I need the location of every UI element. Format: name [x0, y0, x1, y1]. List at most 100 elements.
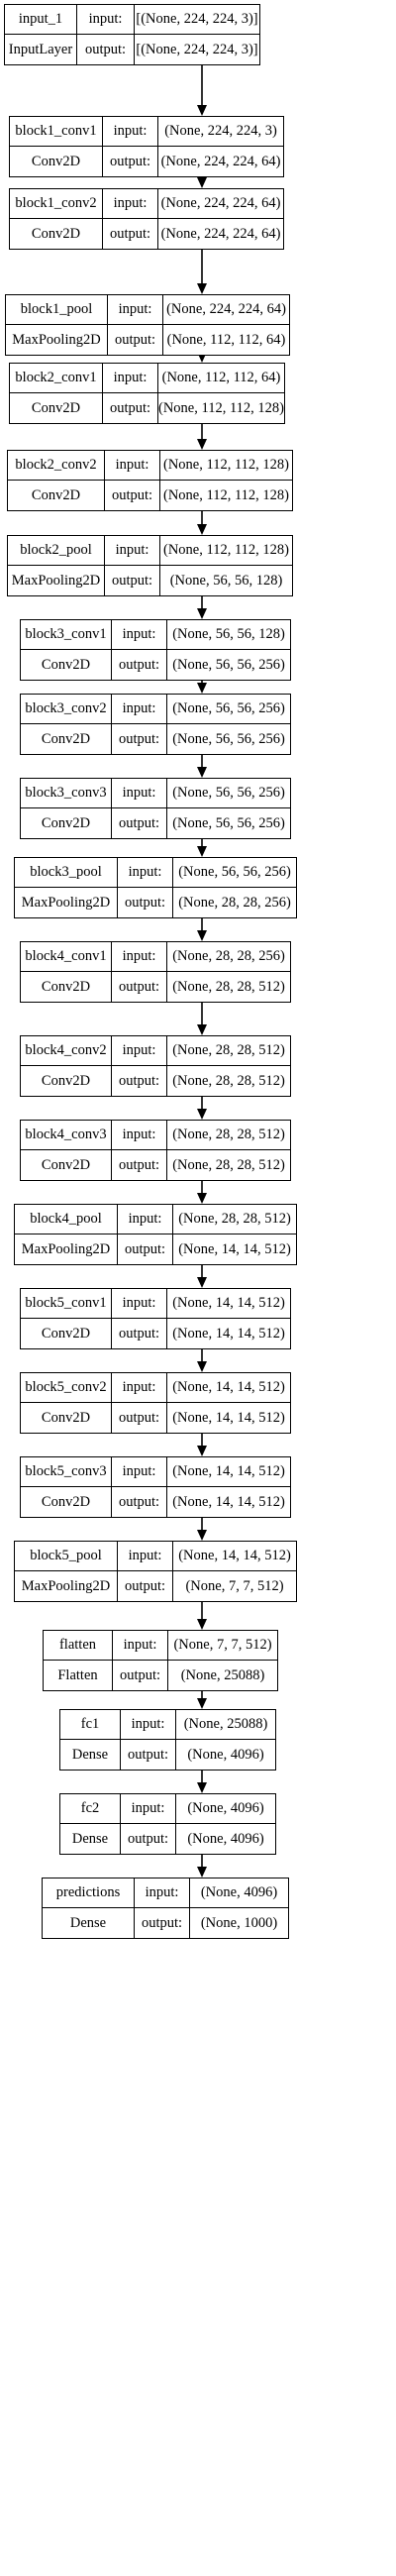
output-shape: (None, 14, 14, 512): [172, 1409, 285, 1426]
input-shape: (None, 28, 28, 512): [173, 1205, 296, 1234]
output-shape: (None, 56, 56, 128): [169, 572, 283, 589]
input-label: input:: [112, 1036, 167, 1066]
output-label: output:: [113, 1661, 168, 1690]
layer-type: Conv2D: [10, 147, 103, 176]
layer-name: block5_conv1: [21, 1289, 112, 1319]
layer-type: Dense: [43, 1908, 135, 1938]
input-shape: (None, 224, 224, 3): [158, 117, 283, 147]
input-label: input:: [135, 1878, 190, 1908]
input-shape: (None, 224, 224, 64): [163, 295, 289, 325]
input-shape: (None, 56, 56, 256): [173, 858, 296, 888]
input-shape: (None, 14, 14, 512): [167, 1289, 290, 1319]
arrowhead-icon: [197, 177, 207, 188]
arrowhead-icon: [197, 1619, 207, 1630]
input-label: input:: [112, 1121, 167, 1150]
arrowhead-icon: [197, 767, 207, 778]
output-label: output:: [118, 888, 173, 917]
layer-type: Conv2D: [21, 1150, 112, 1180]
input-shape: (None, 224, 224, 64): [158, 189, 283, 219]
output-shape: (None, 14, 14, 512): [178, 1240, 291, 1257]
arrowhead-icon: [197, 439, 207, 450]
input-label: input:: [118, 1542, 173, 1571]
output-shape: (None, 28, 28, 512): [172, 1072, 285, 1089]
output-shape: (None, 28, 28, 512): [172, 1156, 285, 1173]
layer-name: fc2: [60, 1794, 121, 1824]
arrowhead-icon: [197, 608, 207, 619]
input-label: input:: [121, 1710, 176, 1740]
input-shape: (None, 112, 112, 128): [160, 536, 292, 566]
layer-type: Conv2D: [21, 972, 112, 1002]
arrowhead-icon: [197, 283, 207, 294]
input-shape: (None, 14, 14, 512): [167, 1457, 290, 1487]
input-shape: [(None, 224, 224, 3)]: [135, 5, 259, 35]
output-label: output:: [112, 1403, 167, 1433]
output-shape: (None, 56, 56, 256): [172, 814, 285, 831]
input-shape: (None, 7, 7, 512): [168, 1631, 277, 1661]
output-shape: (None, 112, 112, 128): [158, 399, 284, 416]
output-label: output:: [112, 808, 167, 838]
layer-name: block3_conv3: [21, 779, 112, 808]
layer-type: MaxPooling2D: [15, 1234, 118, 1264]
layer-name: block4_conv2: [21, 1036, 112, 1066]
arrowhead-icon: [197, 683, 207, 694]
layer-type: MaxPooling2D: [15, 1571, 118, 1601]
output-label: output:: [118, 1234, 173, 1264]
arrowhead-icon: [197, 1867, 207, 1878]
layer-type: Dense: [60, 1824, 121, 1854]
layer-type: Dense: [60, 1740, 121, 1770]
input-label: input:: [112, 942, 167, 972]
output-shape: (None, 25088): [180, 1666, 265, 1683]
output-label: output:: [135, 1908, 190, 1938]
output-label: output:: [112, 1319, 167, 1348]
input-shape: (None, 56, 56, 256): [167, 695, 290, 724]
layer-name: block1_pool: [6, 295, 108, 325]
arrowhead-icon: [197, 1446, 207, 1456]
layer-type: Conv2D: [21, 724, 112, 754]
output-shape: (None, 14, 14, 512): [172, 1325, 285, 1342]
layer-name: block4_pool: [15, 1205, 118, 1234]
output-shape: (None, 56, 56, 256): [172, 656, 285, 673]
layer-type: MaxPooling2D: [8, 566, 105, 595]
input-shape: (None, 28, 28, 256): [167, 942, 290, 972]
input-label: input:: [112, 1373, 167, 1403]
layer-name: block4_conv1: [21, 942, 112, 972]
layer-type: MaxPooling2D: [15, 888, 118, 917]
layer-type: Conv2D: [21, 1403, 112, 1433]
layer-name: block1_conv1: [10, 117, 103, 147]
output-label: output:: [121, 1824, 176, 1854]
input-label: input:: [103, 189, 158, 219]
layer-name: block5_conv2: [21, 1373, 112, 1403]
layer-name: block5_conv3: [21, 1457, 112, 1487]
input-label: input:: [112, 779, 167, 808]
arrowhead-icon: [197, 105, 207, 116]
layer-name: block3_pool: [15, 858, 118, 888]
layer-name: block4_conv3: [21, 1121, 112, 1150]
arrowhead-icon: [197, 1361, 207, 1372]
layer-type: MaxPooling2D: [6, 325, 108, 355]
layer-name: block1_conv2: [10, 189, 103, 219]
layer-type: Conv2D: [21, 1066, 112, 1096]
output-shape: (None, 1000): [200, 1914, 278, 1931]
layer-type: Conv2D: [10, 393, 103, 423]
layer-type: Conv2D: [8, 481, 105, 510]
input-shape: (None, 112, 112, 64): [158, 364, 284, 393]
input-label: input:: [105, 451, 160, 481]
output-shape: (None, 112, 112, 128): [163, 486, 289, 503]
output-label: output:: [105, 481, 160, 510]
output-label: output:: [103, 219, 158, 249]
layer-type: InputLayer: [5, 35, 77, 64]
